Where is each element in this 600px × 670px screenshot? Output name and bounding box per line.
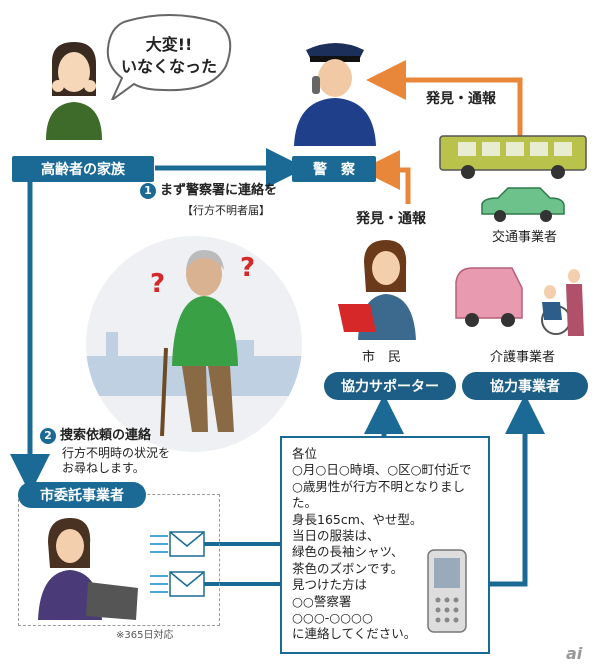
step2-instruction: 2 捜索依頼の連絡 (40, 428, 151, 444)
family-box: 高齢者の家族 (12, 156, 154, 182)
arrow-citizen-to-police (380, 170, 408, 204)
email-icon (150, 530, 206, 558)
transport-label: 交通事業者 (492, 230, 557, 245)
supporter-box: 協力サポーター (324, 372, 456, 400)
message-line: 各位 (292, 446, 478, 462)
business-box: 協力事業者 (462, 372, 588, 400)
bus-illustration (438, 134, 588, 180)
step2-text: 捜索依頼の連絡 (60, 428, 151, 443)
mobile-phone-icon (426, 548, 468, 634)
arrow-to-business (490, 414, 525, 584)
watermark-logo: ai (566, 646, 582, 661)
citizen-label: 市 民 (362, 350, 401, 365)
step2-number: 2 (40, 428, 56, 444)
bubble-line-1: 大変!! (104, 34, 234, 56)
police-box: 警 察 (292, 156, 376, 182)
city-box: 市委託事業者 (18, 482, 146, 508)
message-line: ○月○日○時頃、○区○町付近で (292, 462, 478, 478)
police-officer-illustration (290, 36, 380, 146)
note-365: ※365日対応 (116, 628, 173, 643)
discover-report-label-1: 発見・通報 (426, 92, 496, 107)
svg-text:?: ? (150, 269, 165, 299)
worried-family-illustration (40, 38, 110, 143)
step1-number: 1 (140, 183, 156, 199)
discover-report-label-2: 発見・通報 (356, 212, 426, 227)
operator-illustration (28, 512, 148, 622)
speech-bubble: 大変!! いなくなった (104, 14, 234, 94)
step1-text: まず警察署に連絡を (160, 183, 277, 198)
missing-elderly-illustration: ? ? (86, 236, 302, 452)
citizen-illustration (334, 232, 424, 342)
step1-instruction: 1 まず警察署に連絡を (140, 183, 277, 199)
message-line: ○歳男性が行方不明となりました。 (292, 479, 478, 512)
message-line: 身長165cm、やせ型。 (292, 512, 478, 528)
care-label: 介護事業者 (490, 350, 555, 365)
step1-sub: 【行方不明者届】 (182, 203, 270, 218)
svg-text:?: ? (240, 253, 255, 283)
arrow-bus-to-police (386, 80, 520, 138)
step2-sub-1: 行方不明時の状況を (62, 446, 170, 461)
bubble-line-2: いなくなった (104, 56, 234, 78)
taxi-illustration (478, 186, 568, 224)
email-icon (150, 570, 206, 598)
message-line: 当日の服装は、 (292, 528, 478, 544)
care-van-illustration (452, 262, 592, 342)
step2-sub-2: お尋ねします。 (62, 461, 145, 476)
